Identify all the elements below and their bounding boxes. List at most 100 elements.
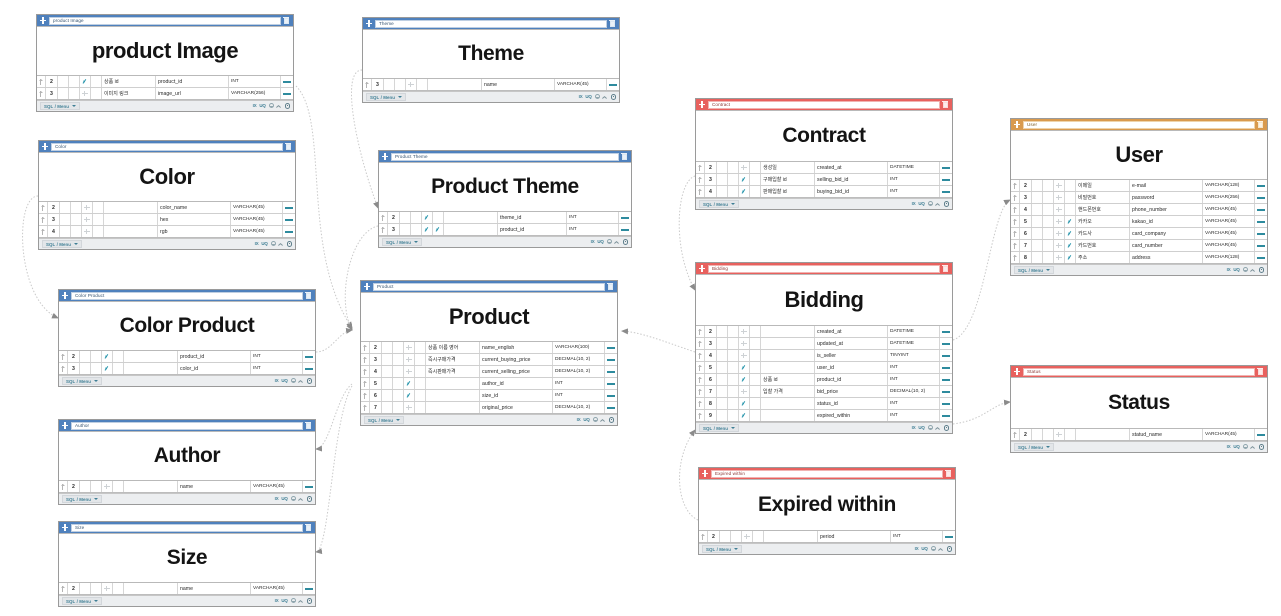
plus-icon[interactable] xyxy=(744,533,751,540)
index-icon[interactable]: IX xyxy=(252,103,257,109)
chevron-icon[interactable] xyxy=(1251,445,1256,449)
row-data-type[interactable]: VARCHAR(45) xyxy=(251,583,303,594)
chevron-icon[interactable] xyxy=(601,418,606,422)
row-flag-b[interactable] xyxy=(71,226,82,237)
remove-row-button[interactable] xyxy=(1255,252,1267,263)
row-drag-handle[interactable] xyxy=(37,88,46,99)
minus-icon[interactable] xyxy=(621,228,629,231)
row-key-toggle-secondary[interactable] xyxy=(750,374,761,385)
row-flag-a[interactable] xyxy=(720,531,731,542)
row-flag-a[interactable] xyxy=(717,162,728,173)
row-drag-handle[interactable] xyxy=(1011,429,1020,440)
drag-handle-icon[interactable] xyxy=(698,364,702,371)
row-data-type[interactable]: INT xyxy=(888,174,940,185)
move-icon[interactable] xyxy=(698,101,706,109)
drag-handle-icon[interactable] xyxy=(41,204,45,211)
row-drag-handle[interactable] xyxy=(696,374,705,385)
row-korean-label[interactable]: 입찰 가격 xyxy=(761,386,815,397)
minus-icon[interactable] xyxy=(283,80,291,83)
sql-menu-button[interactable]: SQL / Menu xyxy=(62,597,102,605)
chevron-down-icon[interactable] xyxy=(93,498,98,500)
plus-icon[interactable] xyxy=(741,340,748,347)
row-data-type[interactable]: VARCHAR(100) xyxy=(553,342,605,353)
gear-icon[interactable] xyxy=(306,598,312,604)
plus-icon[interactable] xyxy=(84,216,91,223)
row-key-toggle-secondary[interactable] xyxy=(750,174,761,185)
row-key-toggle-secondary[interactable] xyxy=(93,226,104,237)
row-field-name[interactable]: product_id xyxy=(178,351,251,362)
row-key-toggle[interactable] xyxy=(102,351,113,362)
row-field-name[interactable]: theme_id xyxy=(498,212,567,223)
row-korean-label[interactable] xyxy=(761,350,815,361)
row-flag-b[interactable] xyxy=(728,410,739,421)
trash-icon[interactable] xyxy=(305,291,312,300)
row-key-toggle-secondary[interactable] xyxy=(415,378,426,389)
drag-handle-icon[interactable] xyxy=(363,380,367,387)
minus-circle-icon[interactable] xyxy=(927,201,933,207)
row-flag-b[interactable] xyxy=(728,362,739,373)
row-flag-b[interactable] xyxy=(728,162,739,173)
chevron-down-icon[interactable] xyxy=(71,105,76,107)
row-key-toggle-secondary[interactable] xyxy=(750,386,761,397)
row-key-toggle[interactable] xyxy=(80,76,91,87)
row-key-toggle-secondary[interactable] xyxy=(1065,240,1076,251)
minus-icon[interactable] xyxy=(942,178,950,181)
row-korean-label[interactable] xyxy=(124,351,178,362)
row-field-name[interactable]: user_id xyxy=(815,362,888,373)
plus-icon[interactable] xyxy=(1056,206,1063,213)
minus-circle-icon[interactable] xyxy=(930,546,936,552)
unique-icon[interactable]: UQ xyxy=(1233,444,1240,450)
row-flag-a[interactable] xyxy=(1032,192,1043,203)
index-icon[interactable]: IX xyxy=(576,417,581,423)
index-icon[interactable]: IX xyxy=(274,378,279,384)
row-flag-a[interactable] xyxy=(60,214,71,225)
row-korean-label[interactable] xyxy=(764,531,818,542)
row-flag-b[interactable] xyxy=(1043,429,1054,440)
row-key-toggle-secondary[interactable] xyxy=(1065,216,1076,227)
row-drag-handle[interactable] xyxy=(1011,192,1020,203)
remove-row-button[interactable] xyxy=(303,583,315,594)
row-field-name[interactable]: name_english xyxy=(480,342,553,353)
remove-row-button[interactable] xyxy=(619,224,631,235)
drag-handle-icon[interactable] xyxy=(1013,230,1017,237)
row-flag-a[interactable] xyxy=(382,366,393,377)
table-titlebar[interactable]: Theme xyxy=(363,18,619,29)
check-icon[interactable] xyxy=(435,226,442,233)
row-korean-label[interactable]: 상품 이름 영어 xyxy=(426,342,480,353)
minus-circle-icon[interactable] xyxy=(290,378,296,384)
remove-row-button[interactable] xyxy=(940,410,952,421)
drag-handle-icon[interactable] xyxy=(1013,242,1017,249)
check-icon[interactable] xyxy=(406,380,413,387)
table-titlebar[interactable]: Expired within xyxy=(699,468,955,479)
table-titlebar[interactable]: product Image xyxy=(37,15,293,26)
row-field-name[interactable]: card_company xyxy=(1130,228,1203,239)
row-field-name[interactable]: selling_bid_id xyxy=(815,174,888,185)
minus-icon[interactable] xyxy=(305,355,313,358)
row-drag-handle[interactable] xyxy=(39,202,48,213)
row-flag-a[interactable] xyxy=(717,174,728,185)
plus-icon[interactable] xyxy=(406,368,413,375)
table-titlebar[interactable]: Status xyxy=(1011,366,1267,377)
row-drag-handle[interactable] xyxy=(1011,228,1020,239)
row-field-name[interactable]: color_name xyxy=(158,202,231,213)
move-icon[interactable] xyxy=(381,153,389,161)
remove-row-button[interactable] xyxy=(303,351,315,362)
check-icon[interactable] xyxy=(741,400,748,407)
row-drag-handle[interactable] xyxy=(1011,180,1020,191)
row-key-toggle[interactable] xyxy=(404,402,415,413)
row-drag-handle[interactable] xyxy=(59,481,68,492)
drag-handle-icon[interactable] xyxy=(61,483,65,490)
row-flag-b[interactable] xyxy=(728,174,739,185)
table-name-input[interactable]: Bidding xyxy=(708,264,940,273)
row-flag-b[interactable] xyxy=(1043,192,1054,203)
chevron-icon[interactable] xyxy=(277,104,282,108)
row-key-toggle[interactable] xyxy=(80,88,91,99)
